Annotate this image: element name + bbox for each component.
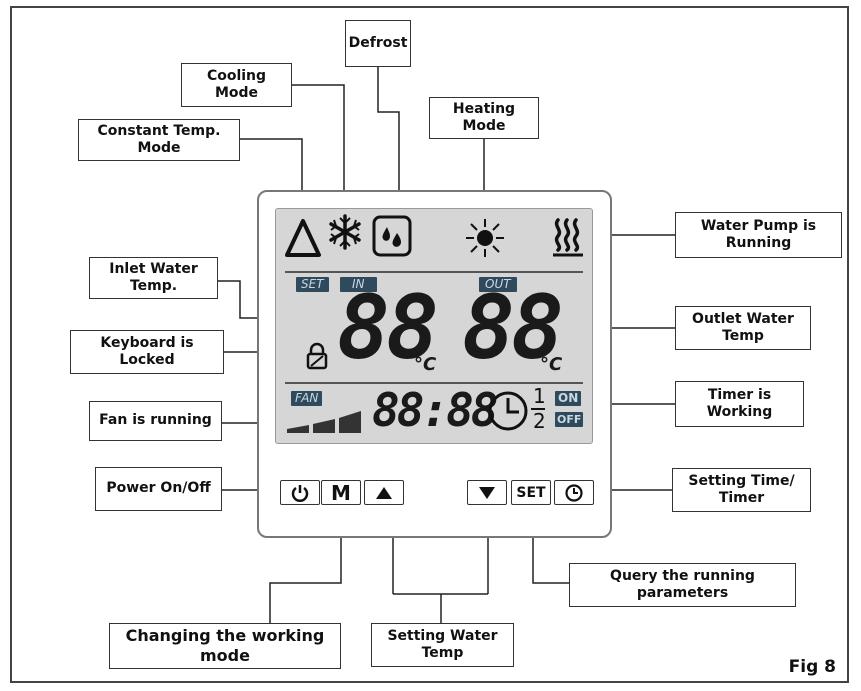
lcd-display [275, 208, 593, 444]
clock-icon [488, 391, 528, 431]
snowflake-icon [329, 214, 361, 250]
set-button-label: SET [516, 484, 546, 501]
down-arrow-icon [479, 486, 495, 499]
callout-power-on-off: Power On/Off [95, 467, 222, 511]
fan-speed-bars [287, 411, 361, 433]
callout-fan-running: Fan is running [89, 401, 222, 441]
in-tag: IN [340, 277, 377, 292]
clock-icon [565, 483, 583, 502]
callout-defrost: Defrost [345, 20, 411, 67]
outlet-temp-unit: °C [540, 354, 563, 375]
down-button[interactable] [467, 480, 507, 505]
callout-setting-water-temp: Setting Water Temp [371, 623, 514, 667]
heat-waves-icon [553, 218, 583, 257]
triangle-icon [285, 219, 321, 257]
mode-button[interactable]: M [321, 480, 361, 505]
mode-button-label: M [331, 480, 351, 505]
sun-icon [466, 219, 504, 257]
lcd-divider-bottom [285, 382, 583, 384]
set-button[interactable]: SET [511, 480, 551, 505]
power-icon [291, 484, 309, 502]
callout-keyboard-locked: Keyboard is Locked [70, 330, 224, 374]
timer-1-label: 1 [533, 384, 546, 408]
inlet-temp-unit: °C [414, 354, 437, 375]
set-tag: SET [296, 277, 329, 292]
water-drops-icon [372, 215, 412, 257]
callout-constant-temp-mode: Constant Temp. Mode [78, 119, 240, 161]
callout-inlet-water-temp: Inlet Water Temp. [89, 257, 218, 299]
inlet-temp-digits: 88 [337, 276, 439, 379]
timer-off-tag: OFF [555, 412, 584, 427]
up-button[interactable] [364, 480, 404, 505]
callout-setting-time-timer: Setting Time/ Timer [672, 468, 811, 512]
timer-button[interactable] [554, 480, 594, 505]
timer-2-label: 2 [533, 409, 546, 433]
timer-on-tag: ON [555, 391, 582, 406]
up-arrow-icon [376, 486, 392, 499]
callout-outlet-water-temp: Outlet Water Temp [675, 306, 811, 350]
figure-frame [10, 6, 849, 683]
out-tag: OUT [479, 277, 517, 292]
outlet-temp-digits: 88 [462, 276, 564, 379]
timer-fraction-line [531, 408, 545, 410]
callout-water-pump-running: Water Pump is Running [675, 212, 842, 258]
callout-timer-working: Timer is Working [675, 381, 804, 427]
fan-tag: FAN [291, 391, 323, 406]
clock-digits: 88:88 [372, 383, 498, 437]
power-button[interactable] [280, 480, 320, 505]
callout-changing-working-mode: Changing the working mode [109, 623, 341, 669]
callout-heating-mode: Heating Mode [429, 97, 539, 139]
callout-query-running-parameters: Query the running parameters [569, 563, 796, 607]
figure-label: Fig 8 [788, 657, 836, 677]
lcd-divider-top [285, 271, 583, 273]
callout-cooling-mode: Cooling Mode [181, 63, 292, 107]
lock-icon [306, 342, 328, 370]
